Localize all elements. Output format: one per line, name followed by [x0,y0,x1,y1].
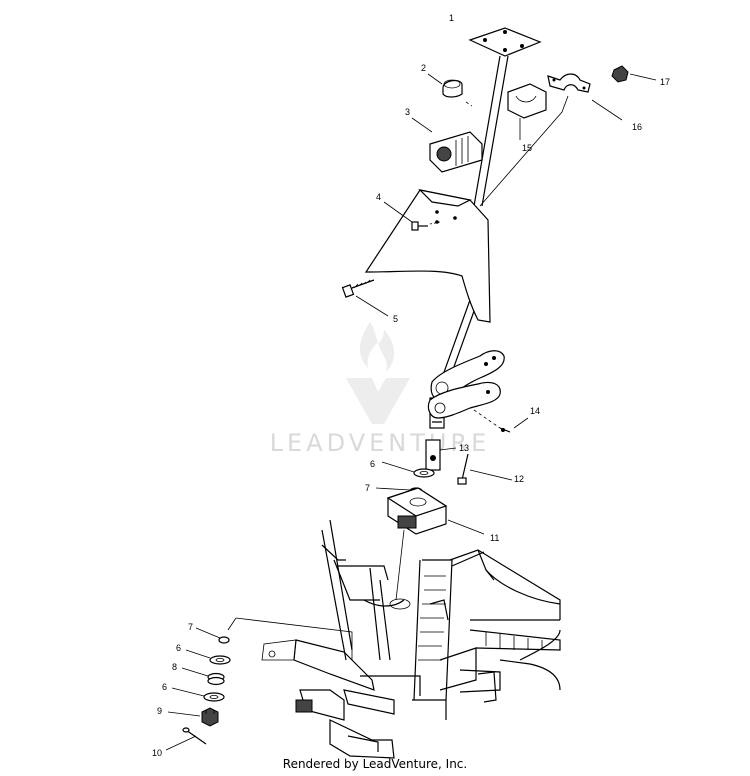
bolt-part-12 [457,453,469,485]
vehicle-frame [261,519,561,759]
callout-7-upper: 7 [365,483,370,493]
callout-1: 1 [449,13,454,23]
watermark-logo [346,322,410,424]
callout-3: 3 [405,107,410,117]
bearing-housing-part-11 [386,487,448,535]
washer-upper-6 [413,468,435,478]
callout-7-lower: 7 [188,622,193,632]
dash-panel [364,189,491,323]
callout-11: 11 [490,533,499,543]
callout-5: 5 [393,314,398,324]
castle-nut-part-9 [201,707,219,727]
callout-12: 12 [514,474,524,484]
callout-10: 10 [152,748,162,758]
pin-part-14 [499,427,511,433]
bracket-part-16 [547,73,591,93]
callout-17: 17 [660,77,670,87]
nut-part-17 [611,65,629,83]
bushing-part-15 [507,83,547,119]
callout-16: 16 [632,122,642,132]
washer-lower-6b [203,692,225,702]
render-credit: Rendered by LeadVenture, Inc. [282,757,468,771]
callout-13: 13 [459,443,469,453]
steering-arm [427,350,505,419]
cotter-pin-part-10 [182,727,207,745]
bolt-part-4 [411,221,428,231]
callout-14: 14 [530,406,540,416]
callout-9: 9 [157,706,162,716]
callout-2: 2 [421,63,426,73]
callout-4: 4 [376,192,381,202]
callout-15: 15 [522,143,532,153]
callout-8: 8 [172,662,177,672]
washer-lower-7 [218,636,230,644]
spacer-part-8 [207,672,225,686]
callout-6-lower-a: 6 [176,643,181,653]
callout-6-upper: 6 [370,459,375,469]
washer-lower-6a [209,655,231,665]
callout-6-lower-b: 6 [162,682,167,692]
watermark-text: LEADVENTURE [270,429,491,457]
bolt-part-5 [341,279,375,298]
bushing-part-3 [429,131,483,173]
clamp-part-2 [442,79,463,98]
